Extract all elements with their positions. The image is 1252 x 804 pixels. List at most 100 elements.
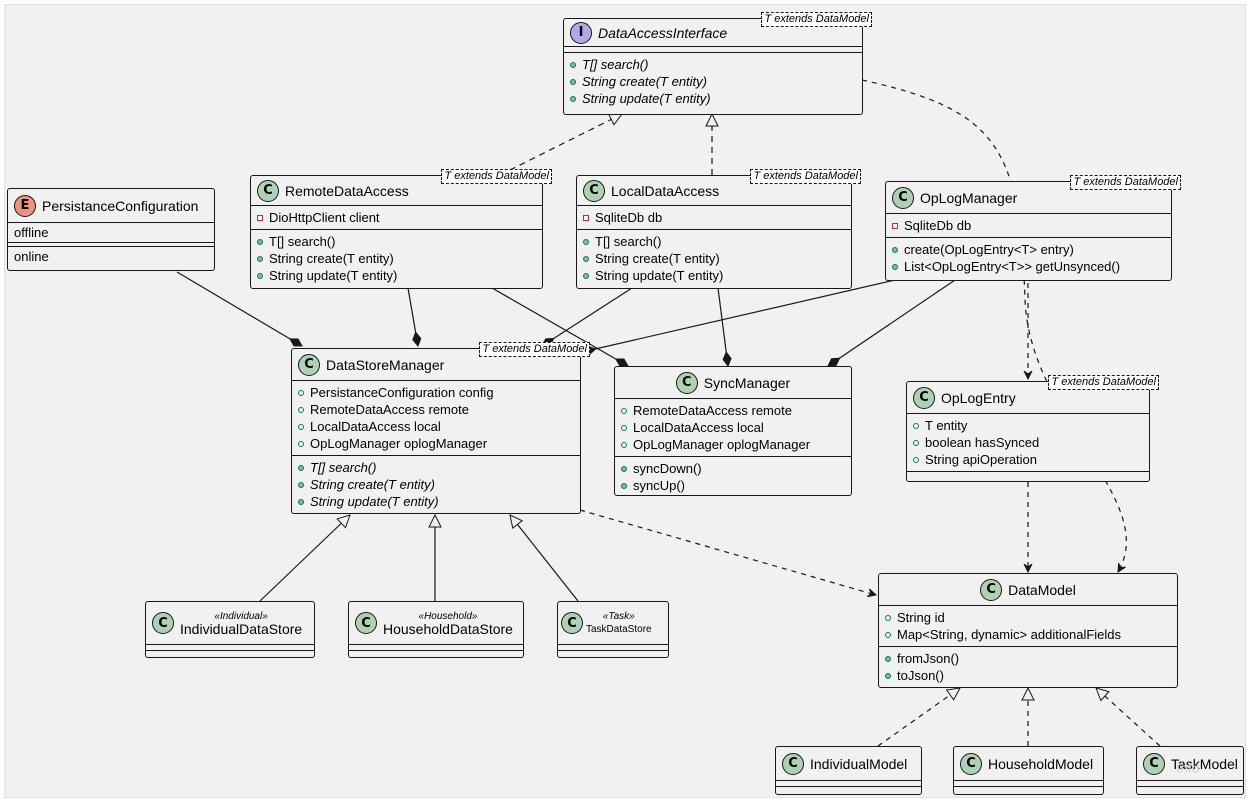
private-field-icon [583,214,589,221]
stereotype-title: «Individual» IndividualDataStore [180,610,302,636]
stereotype-title: «Task» TaskDataStore [586,610,652,636]
enum-title: PersistanceConfiguration [42,197,199,214]
task-data-store-box[interactable]: C «Task» TaskDataStore [557,601,669,658]
oplog-entry-box[interactable]: C OpLogEntry T extends DataModel T entit… [906,375,1159,482]
enum-icon: E [14,194,36,217]
individual-data-store-title: IndividualDataStore [180,621,303,637]
individual-model-title: IndividualModel [810,755,908,772]
method-row: String update(T entity) [298,493,574,510]
method-row: String create(T entity) [257,250,536,267]
method-row: List<OpLogEntry<T>> getUnsynced() [892,258,1165,275]
fields-section [349,645,523,651]
task-extends-dsm [510,515,579,602]
remote-composition-dsm [407,287,422,347]
method-row: syncUp() [621,477,845,494]
data-model-header: C DataModel [879,574,1177,606]
individual-data-store-box[interactable]: C «Individual» IndividualDataStore [145,601,315,658]
class-icon: C [298,353,320,376]
data-model-box[interactable]: C DataModel String id Map<String, dynami… [878,573,1178,688]
local-composition-sync [717,287,732,367]
household-data-store-box[interactable]: C «Household» HouseholdDataStore [348,601,524,658]
template-parameter: T extends DataModel [761,12,872,27]
data-store-manager-header: C DataStoreManager T extends DataModel [292,342,590,381]
individual-extends-dsm [259,515,350,602]
oplog-composition-dsm [581,279,896,355]
sync-manager-header: C SyncManager [615,367,851,399]
class-icon: C [561,612,583,634]
fields-section [954,781,1103,787]
public-field-icon [913,422,919,429]
public-method-icon [621,465,627,472]
fields-section [146,645,314,651]
local-data-access-box[interactable]: C LocalDataAccess T extends DataModel Sq… [576,169,861,289]
fields-section: RemoteDataAccess remote LocalDataAccess … [615,399,851,457]
household-model-header: C HouseholdModel [954,747,1103,781]
oplog-manager-title: OpLogManager [920,189,1018,206]
individual-model-header: C IndividualModel [776,747,921,781]
public-method-icon [257,255,263,262]
field-row: boolean hasSynced [913,434,1143,451]
data-model-title: DataModel [1008,581,1076,598]
fields-section: SqliteDb db [886,214,1171,238]
oplog-manager-box[interactable]: C OpLogManager T extends DataModel Sqlit… [885,175,1181,281]
remote-data-access-box[interactable]: C RemoteDataAccess T extends DataModel D… [250,169,552,289]
public-method-icon [885,655,891,662]
public-field-icon [885,614,891,621]
sync-manager-box[interactable]: C SyncManager RemoteDataAccess remote Lo… [614,366,852,496]
oplog-entry-header: C OpLogEntry T extends DataModel [907,375,1159,414]
template-parameter: T extends DataModel [1070,175,1181,190]
methods-section: T[] search() String create(T entity) Str… [564,53,862,110]
public-method-icon [570,78,576,85]
watermark: Info [1176,760,1200,776]
fields-section [564,47,862,53]
public-field-icon [621,407,627,414]
field-row: String apiOperation [913,451,1143,468]
public-method-icon [583,272,589,279]
methods-section: T[] search() String create(T entity) Str… [251,230,542,287]
task-model-box[interactable]: C TaskModel [1136,746,1244,795]
field-row: T entity [913,417,1143,434]
public-method-icon [570,95,576,102]
persistance-configuration-enum[interactable]: E PersistanceConfiguration offline onlin… [7,188,215,271]
fields-section [776,781,921,787]
household-model-box[interactable]: C HouseholdModel [953,746,1104,795]
remote-data-access-header: C RemoteDataAccess T extends DataModel [251,169,552,206]
field-row: PersistanceConfiguration config [298,384,574,401]
public-field-icon [621,424,627,431]
public-field-icon [298,389,304,396]
field-row: SqliteDb db [892,217,1165,234]
stereotype-label: «Task» [602,611,635,622]
class-icon: C [583,179,605,202]
interface-icon: I [570,21,592,44]
public-method-icon [298,481,304,488]
oplog-entry-title: OpLogEntry [941,389,1016,406]
data-store-manager-title: DataStoreManager [326,356,445,373]
oplog-manager-header: C OpLogManager T extends DataModel [886,175,1181,214]
class-icon: C [892,186,914,209]
method-row: toJson() [885,667,1171,684]
data-access-interface-header: I DataAccessInterface T extends DataMode… [564,12,872,47]
remote-data-access-title: RemoteDataAccess [285,182,409,199]
public-method-icon [621,482,627,489]
public-method-icon [570,61,576,68]
method-row: T[] search() [257,233,536,250]
data-store-manager-box[interactable]: C DataStoreManager T extends DataModel P… [291,342,590,514]
method-row: T[] search() [570,56,856,73]
data-access-interface-box[interactable]: I DataAccessInterface T extends DataMode… [563,12,872,115]
local-composition-dsm [541,287,633,347]
public-field-icon [298,423,304,430]
method-row: String update(T entity) [257,267,536,284]
class-icon: C [913,386,935,409]
interface-depends-on-datamodel [861,79,1127,572]
enum-header: E PersistanceConfiguration [8,189,214,223]
methods-section: syncDown() syncUp() [615,457,851,497]
oplog-composition-sync [827,279,956,367]
public-method-icon [583,238,589,245]
individual-model-box[interactable]: C IndividualModel [775,746,922,795]
field-row: OpLogManager oplogManager [298,435,574,452]
class-icon: C [782,752,804,775]
fields-section: PersistanceConfiguration config RemoteDa… [292,381,580,456]
data-access-interface-title: DataAccessInterface [598,24,728,41]
public-method-icon [298,464,304,471]
methods-section: create(OpLogEntry<T> entry) List<OpLogEn… [886,238,1171,278]
